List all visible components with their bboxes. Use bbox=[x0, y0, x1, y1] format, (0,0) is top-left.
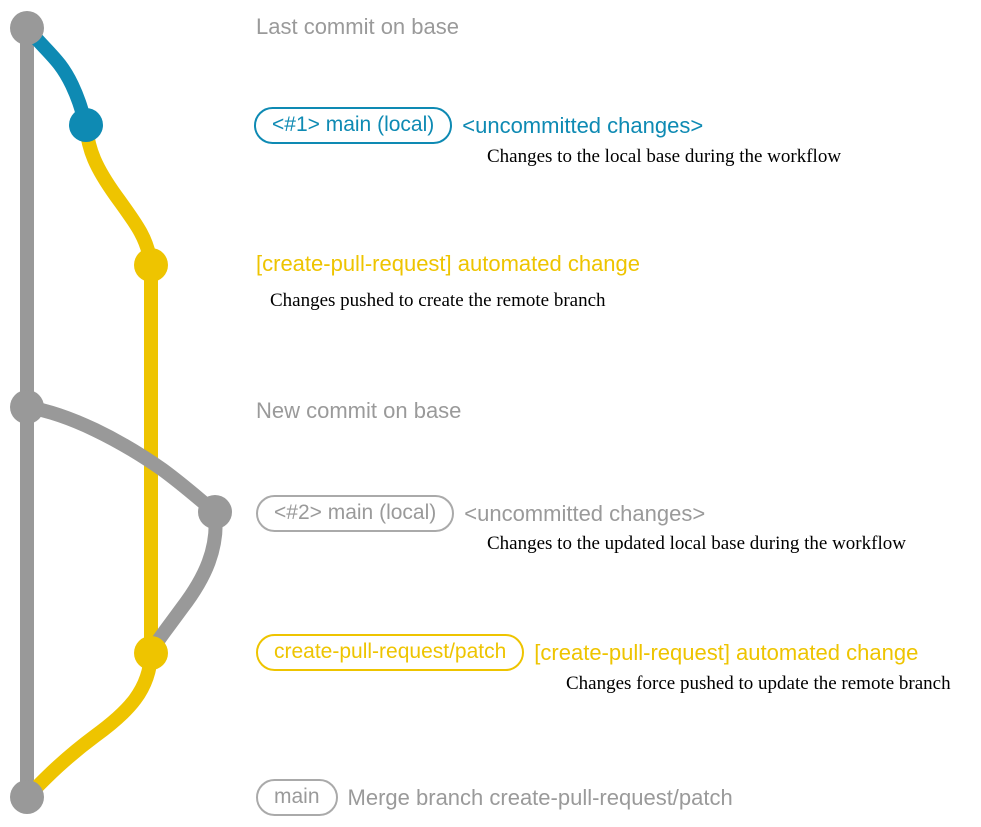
commit-node-base-merge[interactable] bbox=[10, 780, 44, 814]
heading-new-commit-on-base: New commit on base bbox=[256, 398, 462, 423]
edge-patch-2-to-merge bbox=[20, 646, 158, 804]
edge-base-to-local-1 bbox=[20, 21, 93, 132]
commit-description-3: Changes to the updated local base during… bbox=[487, 533, 906, 554]
edge-base-to-local-2 bbox=[20, 400, 222, 519]
commit-description-1: Changes to the local base during the wor… bbox=[487, 146, 842, 167]
commit-message-2: [create-pull-request] automated change bbox=[256, 251, 641, 276]
commit-message-3: <uncommitted changes> bbox=[464, 500, 706, 526]
commit-row-2: [create-pull-request] automated change bbox=[256, 252, 640, 275]
commit-row-3: <#2> main (local) <uncommitted changes> bbox=[256, 495, 706, 533]
heading-last-commit-on-base: Last commit on base bbox=[256, 14, 459, 39]
branch-pill-create-pull-request-patch[interactable]: create-pull-request/patch bbox=[256, 634, 525, 672]
commit-node-base-middle[interactable] bbox=[10, 390, 44, 424]
commit-node-local-2[interactable] bbox=[198, 495, 232, 529]
commit-row-4: create-pull-request/patch [create-pull-r… bbox=[256, 634, 919, 672]
commit-row-1: <#1> main (local) <uncommitted changes> bbox=[254, 107, 704, 145]
edge-local-2-to-patch-2 bbox=[144, 505, 223, 660]
commit-message-5: Merge branch create-pull-request/patch bbox=[347, 784, 733, 810]
branch-pill-main-local-2[interactable]: <#2> main (local) bbox=[256, 495, 455, 533]
branch-pill-main-local-1[interactable]: <#1> main (local) bbox=[254, 107, 453, 145]
commit-node-patch-2[interactable] bbox=[134, 636, 168, 670]
branch-pill-main[interactable]: main bbox=[256, 779, 338, 817]
commit-row-5: main Merge branch create-pull-request/pa… bbox=[256, 779, 733, 817]
edge-local-1-to-patch-1 bbox=[79, 118, 158, 272]
commit-description-4: Changes force pushed to update the remot… bbox=[566, 673, 951, 694]
commit-description-2: Changes pushed to create the remote bran… bbox=[270, 290, 606, 311]
commit-message-1: <uncommitted changes> bbox=[462, 112, 704, 138]
commit-node-patch-1[interactable] bbox=[134, 248, 168, 282]
commit-message-4: [create-pull-request] automated change bbox=[534, 639, 919, 665]
commit-node-local-1[interactable] bbox=[69, 108, 103, 142]
commit-node-base-top[interactable] bbox=[10, 11, 44, 45]
